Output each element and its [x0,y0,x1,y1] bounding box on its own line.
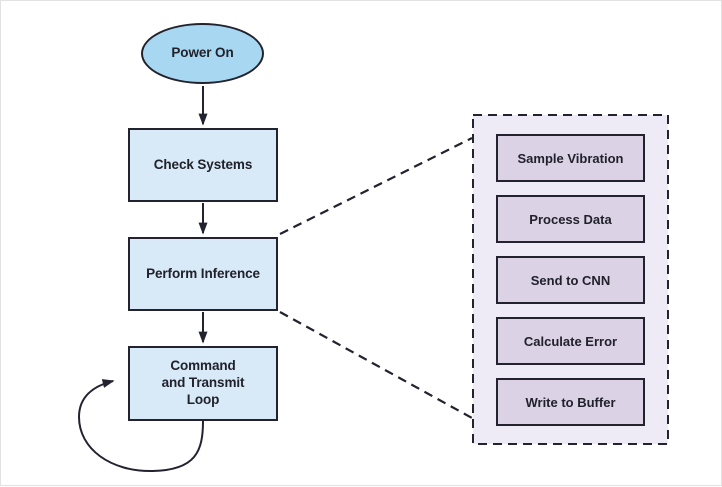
detail-panel: Sample Vibration Process Data Send to CN… [472,114,669,445]
node-perform-inference-label: Perform Inference [146,265,260,281]
node-check-systems: Check Systems [128,128,278,202]
expansion-line-top [279,137,473,235]
detail-step-sample-vibration: Sample Vibration [496,134,645,182]
detail-step-send-to-cnn: Send to CNN [496,256,645,304]
detail-step-label: Send to CNN [530,272,611,288]
detail-step-write-to-buffer: Write to Buffer [496,378,645,426]
node-check-systems-label: Check Systems [153,156,253,172]
node-perform-inference: Perform Inference [128,237,278,311]
expansion-line-bottom [279,311,473,419]
node-command-transmit-loop: Command and Transmit Loop [128,346,278,421]
detail-step-calculate-error: Calculate Error [496,317,645,365]
detail-step-label: Write to Buffer [525,394,616,410]
detail-step-label: Process Data [529,211,612,227]
node-power-on-label: Power On [171,45,234,61]
detail-step-label: Sample Vibration [517,150,624,166]
detail-step-process-data: Process Data [496,195,645,243]
node-power-on: Power On [141,23,264,84]
self-loop-arrow [77,379,204,473]
detail-step-label: Calculate Error [523,333,618,349]
node-command-transmit-loop-label: Command and Transmit Loop [161,358,245,407]
